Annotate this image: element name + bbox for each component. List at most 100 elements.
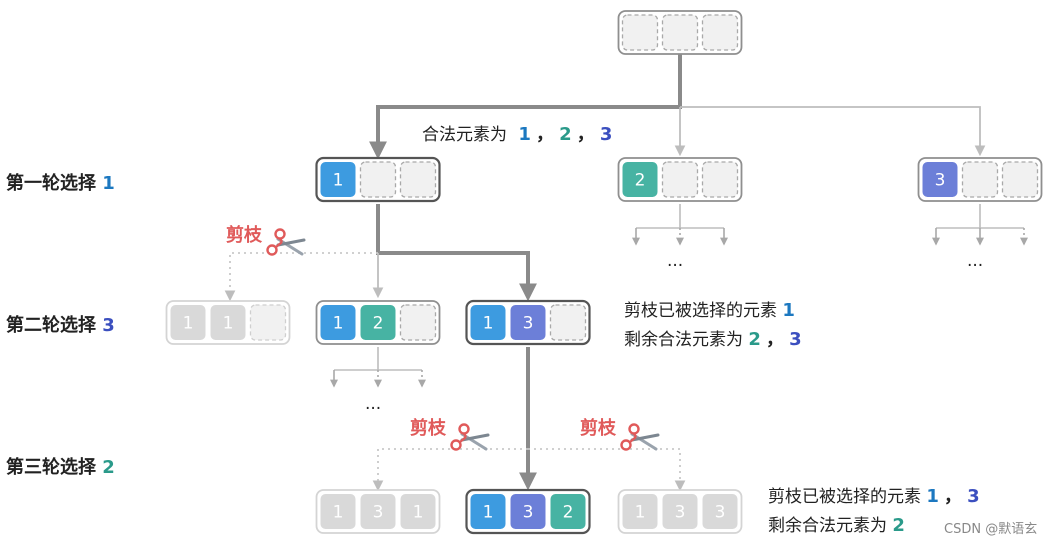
scissors-icon [450,423,490,451]
edge-1-to-13 [376,204,537,302]
filled-cell [662,494,698,529]
empty-cell [1001,161,1039,198]
prune-label-3: 剪枝 [580,417,617,439]
filled-cell [470,494,506,529]
cell-value: 1 [333,314,344,334]
svg-text:第三轮选择 2: 第三轮选择 2 [6,456,115,478]
watermark: CSDN @默语玄 [944,521,1037,537]
round-3-value: 2 [102,457,115,478]
edge-13-to-131-pruned [372,448,528,492]
round-1-value: 1 [102,173,115,194]
round3-selected-value-2: 3 [967,486,980,507]
edge-13-to-133-pruned [528,448,686,492]
cell-value: 1 [333,503,344,523]
cell-value: 2 [373,314,384,334]
round-1-label: 第一轮选择 [6,172,97,194]
ellipsis-node12: ··· [365,399,381,419]
cell-value: 3 [523,503,534,523]
cell-value: 2 [563,503,574,523]
cell-value: 3 [523,314,534,334]
cell-value: 3 [935,171,946,191]
empty-cell [399,161,437,198]
header-legal-label: 合法元素为 [422,125,507,145]
filled-cell [320,494,356,529]
round-2-label: 第二轮选择 [6,314,97,336]
tree-connectors [224,52,1028,492]
round2-remaining-label: 剩余合法元素为 [624,330,743,350]
svg-text:剪枝已被选择的元素 1 ， 3: 剪枝已被选择的元素 1 ， 3 [768,486,980,507]
header-value-3: 3 [600,124,613,145]
round2-selected-value-1: 1 [782,300,795,321]
edge-1-to-11-pruned [224,252,378,302]
cell-value: 1 [413,503,424,523]
empty-cell [661,161,699,198]
cell-value: 3 [675,503,686,523]
cell-value: 3 [373,503,384,523]
filled-cell [320,162,356,197]
ellipsis-node3: ··· [967,256,983,276]
svg-text:合法元素为 1 ， 2 ，: 合法元素为 1 ， 2 ， 3 [422,124,612,145]
cell-value: 1 [223,314,234,334]
round3-selected-label: 剪枝已被选择的元素 [768,487,921,507]
round-3-label: 第三轮选择 [6,456,97,478]
empty-cell [359,161,397,198]
cell-value: 1 [635,503,646,523]
round2-remaining-sep: ， [766,329,784,350]
filled-cell [510,494,546,529]
filled-cell [360,305,396,340]
filled-cell [550,494,586,529]
filled-cell [320,305,356,340]
prune-label-1: 剪枝 [226,224,263,246]
header-sep-1: ， [536,124,554,145]
node-2: 2 [617,157,743,202]
empty-cell [549,304,587,341]
empty-cell [701,14,739,51]
empty-cell [701,161,739,198]
sub-branch-node3 [932,204,1028,246]
header-value-1: 1 [518,124,531,145]
round2-selected-label: 剪枝已被选择的元素 [624,301,777,321]
cell-value: 2 [635,171,646,191]
cell-value: 1 [183,314,194,334]
round3-remaining-label: 剩余合法元素为 [768,516,887,536]
filled-cell [470,305,506,340]
scissors-icon [266,228,306,256]
round3-selected-value-1: 1 [926,486,939,507]
filled-cell [170,305,206,340]
empty-cell [249,304,287,341]
node-1: 1 [315,156,441,203]
filled-cell [922,162,958,197]
round2-remaining-value-1: 2 [748,329,761,350]
sub-branch-node2 [632,204,728,246]
empty-cell [621,14,659,51]
node-1-3-1-pruned: 1 3 1 [315,489,441,534]
root-node [617,10,743,55]
filled-cell [400,494,436,529]
edge-root-to-1 [369,52,682,160]
empty-cell [399,304,437,341]
empty-cell [961,161,999,198]
node-1-3-2: 1 3 2 [465,488,591,535]
cell-value: 1 [333,171,344,191]
filled-cell [622,162,658,197]
header-value-2: 2 [559,124,572,145]
node-3: 3 [917,157,1043,202]
scissors-icon [620,423,660,451]
edge-root-to-3 [680,106,986,157]
svg-text:第一轮选择 1: 第一轮选择 1 [6,172,115,194]
round3-remaining-value-1: 2 [892,515,905,536]
filled-cell [622,494,658,529]
svg-text:剩余合法元素为 2 ， 3: 剩余合法元素为 2 ， 3 [624,329,802,350]
filled-cell [510,305,546,340]
cell-value: 1 [483,503,494,523]
cell-value: 1 [483,314,494,334]
filled-cell [702,494,738,529]
round2-remaining-value-2: 3 [789,329,802,350]
sub-branch-node12 [330,347,426,388]
filled-cell [360,494,396,529]
